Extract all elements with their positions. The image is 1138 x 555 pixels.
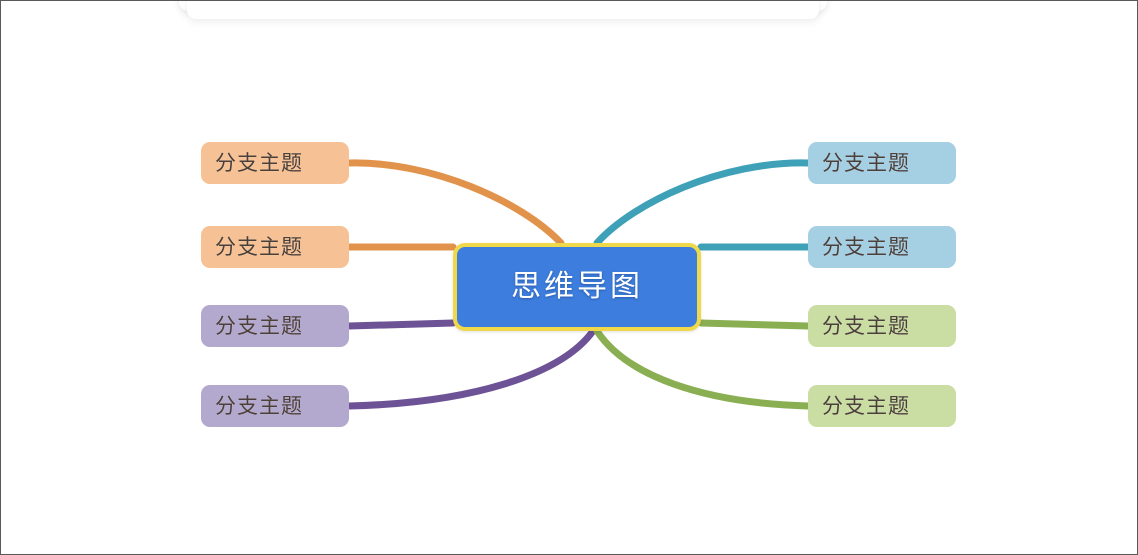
branch-node-left-1-label: 分支主题 <box>215 151 303 175</box>
branch-node-left-3[interactable]: 分支主题 <box>201 305 349 347</box>
link-right-4[interactable] <box>593 327 812 410</box>
link-left-3[interactable] <box>345 319 457 330</box>
branch-node-left-4[interactable]: 分支主题 <box>201 385 349 427</box>
branch-node-right-4[interactable]: 分支主题 <box>808 385 956 427</box>
branch-node-right-1[interactable]: 分支主题 <box>808 142 956 184</box>
link-left-4[interactable] <box>345 327 597 410</box>
branch-node-right-2-label: 分支主题 <box>822 235 910 259</box>
link-left-1[interactable] <box>345 159 565 247</box>
branch-node-left-1[interactable]: 分支主题 <box>201 142 349 184</box>
branch-node-right-3[interactable]: 分支主题 <box>808 305 956 347</box>
central-node-label: 思维导图 <box>511 270 643 303</box>
branch-node-right-1-label: 分支主题 <box>822 151 910 175</box>
link-right-3[interactable] <box>697 319 812 330</box>
branch-node-right-4-label: 分支主题 <box>822 394 910 418</box>
branch-node-left-3-label: 分支主题 <box>215 314 303 338</box>
branch-node-right-3-label: 分支主题 <box>822 314 910 338</box>
branch-node-left-2[interactable]: 分支主题 <box>201 226 349 268</box>
branch-node-right-2[interactable]: 分支主题 <box>808 226 956 268</box>
branch-node-left-2-label: 分支主题 <box>215 235 303 259</box>
branch-node-left-4-label: 分支主题 <box>215 394 303 418</box>
central-node[interactable]: 思维导图 <box>453 243 701 331</box>
floating-toolbar-panel-shadow <box>187 1 819 19</box>
link-right-1[interactable] <box>593 159 812 247</box>
